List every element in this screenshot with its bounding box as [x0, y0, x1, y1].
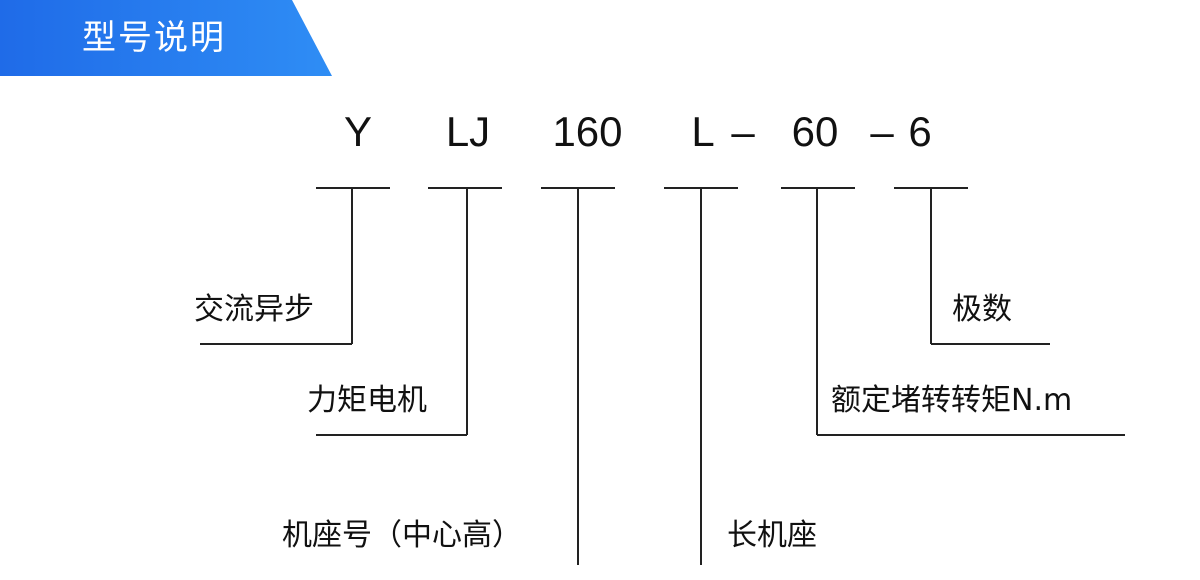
- code-size: 160: [552, 108, 623, 155]
- label-rated-stall-torque: 额定堵转转矩N.m: [831, 383, 1073, 418]
- code-torque: 60: [791, 108, 839, 155]
- section-header-banner: [0, 0, 332, 76]
- label-ac-async: 交流异步: [194, 292, 314, 327]
- code-dash-1: –: [731, 108, 755, 155]
- code-y: Y: [343, 108, 372, 155]
- label-torque-motor: 力矩电机: [307, 383, 427, 418]
- code-poles: 6: [908, 108, 932, 155]
- code-lj: LJ: [445, 108, 491, 155]
- code-dash-2: –: [870, 108, 894, 155]
- label-poles: 极数: [952, 292, 1012, 327]
- label-frame-number: 机座号（中心高）: [282, 518, 522, 553]
- section-title: 型号说明: [82, 18, 226, 58]
- code-l: L: [691, 108, 715, 155]
- label-long-frame: 长机座: [727, 518, 817, 553]
